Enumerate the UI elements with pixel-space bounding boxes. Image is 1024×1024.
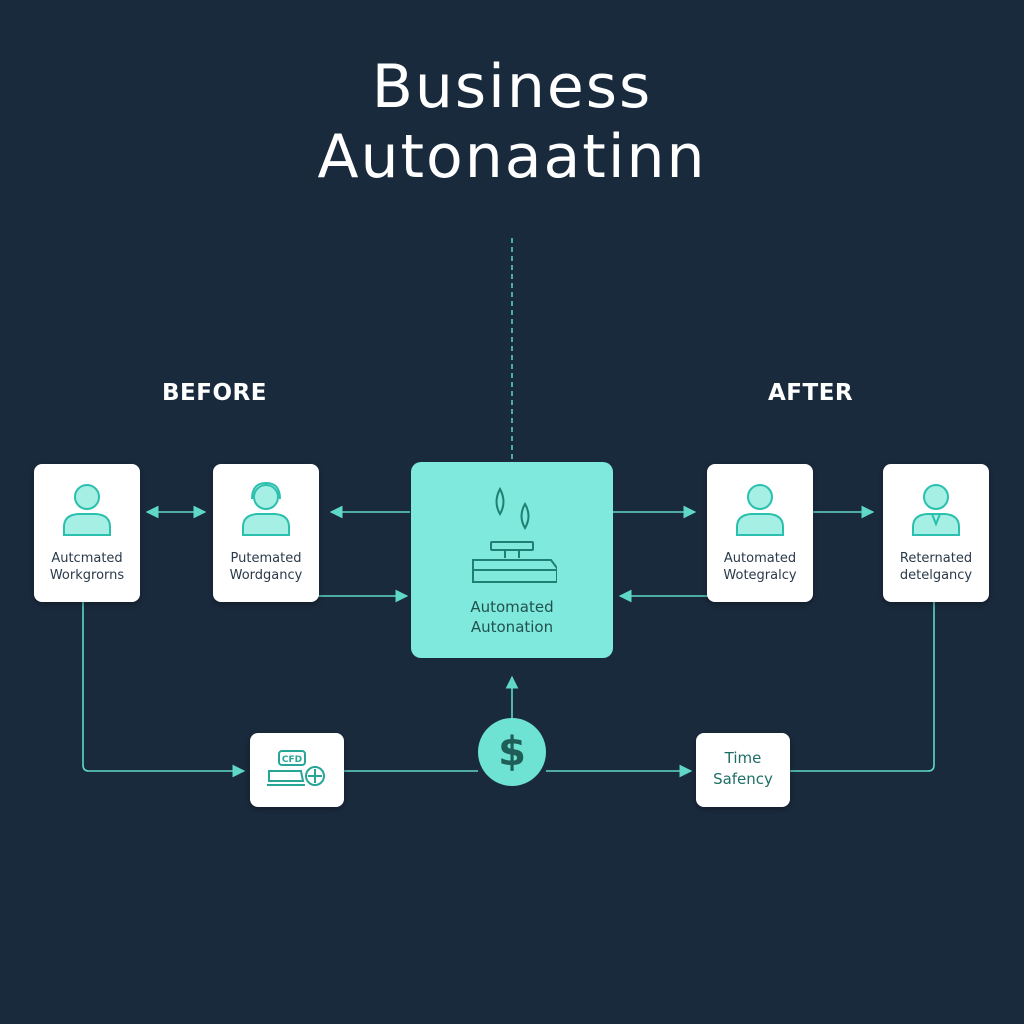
after-node-2-line-2: detelgancy (899, 568, 973, 583)
automation-machine-icon (472, 486, 557, 583)
automation-hub-label: Automated Autonation (411, 597, 613, 637)
cost-badge-text: CFD (282, 755, 302, 765)
automation-hub-node[interactable]: Automated Autonation (411, 462, 613, 658)
before-node-1[interactable]: Autcmated Workgrorns (34, 464, 140, 602)
person-icon (63, 484, 111, 536)
person-with-tie-icon (912, 484, 960, 536)
before-node-2-label: Putemated Wordgancy (213, 550, 319, 584)
after-node-1-line-1: Automated (723, 551, 797, 566)
time-node-line-1: Time (724, 749, 762, 767)
person-icon (736, 484, 784, 536)
time-node-label: Time Safency (696, 748, 790, 790)
after-node-1-line-2: Wotegralcy (723, 568, 797, 583)
cash-register-icon: CFD (267, 750, 325, 786)
diagram-title-line-2: Autonaatinn (317, 122, 707, 192)
before-node-2-line-1: Putemated (230, 551, 302, 566)
before-node-1-line-2: Workgrorns (49, 568, 125, 583)
before-label: BEFORE (162, 380, 267, 406)
before-node-1-line-1: Autcmated (51, 551, 123, 566)
time-node[interactable]: Time Safency (696, 733, 790, 807)
wire-time-to-after2 (790, 602, 935, 772)
after-node-1[interactable]: Automated Wotegralcy (707, 464, 813, 602)
after-node-2-label: Reternated detelgancy (883, 550, 989, 584)
after-node-1-label: Automated Wotegralcy (707, 550, 813, 584)
before-node-2-line-2: Wordgancy (229, 568, 303, 583)
cost-node[interactable]: CFD (250, 733, 344, 807)
after-node-2-line-1: Reternated (899, 551, 973, 566)
after-node-2[interactable]: Reternated detelgancy (883, 464, 989, 602)
dollar-icon[interactable]: $ (478, 718, 546, 786)
headset-person-icon (242, 481, 290, 536)
after-label: AFTER (768, 380, 854, 406)
time-node-line-2: Safency (713, 770, 773, 788)
automation-hub-line-1: Automated (470, 598, 554, 616)
wire-before1-to-cost (82, 602, 246, 778)
before-node-1-label: Autcmated Workgrorns (34, 550, 140, 584)
diagram-title-line-1: Business (371, 52, 653, 122)
automation-hub-line-2: Autonation (470, 618, 554, 636)
before-node-2[interactable]: Putemated Wordgancy (213, 464, 319, 602)
